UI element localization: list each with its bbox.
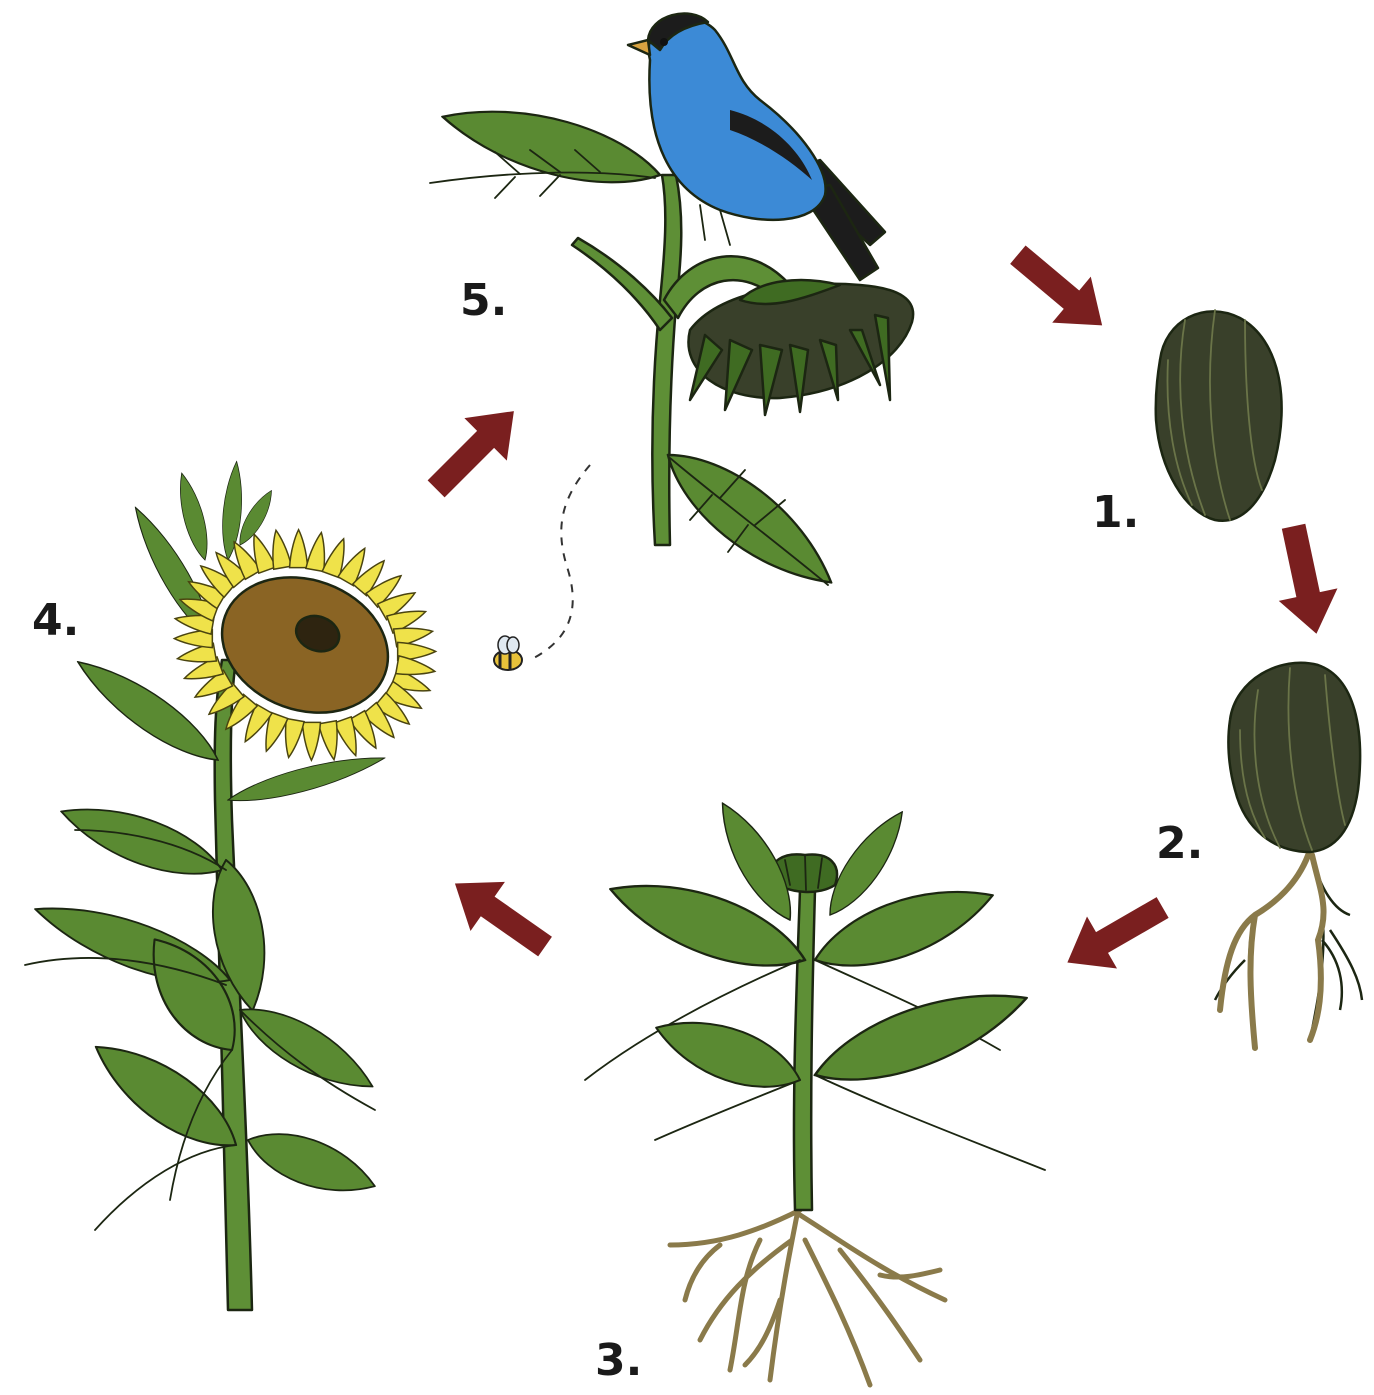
bee-icon: [494, 465, 590, 670]
petal: [290, 530, 308, 568]
petal: [302, 722, 320, 760]
stage-label-4: 4.: [32, 595, 79, 646]
seed-icon: [1156, 310, 1282, 521]
stage-label-5: 5.: [460, 275, 507, 326]
arrow-icon: [1264, 520, 1346, 640]
arrow-icon: [438, 859, 563, 971]
sunflower-icon: [25, 461, 469, 1310]
stem: [652, 175, 681, 545]
stage-label-3: 3.: [595, 1335, 642, 1386]
arrow-icon: [999, 232, 1122, 349]
stage-label-2: 2.: [1156, 818, 1203, 869]
seedling-icon: [585, 794, 1045, 1385]
arrow-icon: [415, 390, 535, 510]
sprout-icon: [1215, 663, 1362, 1050]
stage-label-1: 1.: [1092, 487, 1139, 538]
arrow-icon: [1052, 882, 1177, 989]
